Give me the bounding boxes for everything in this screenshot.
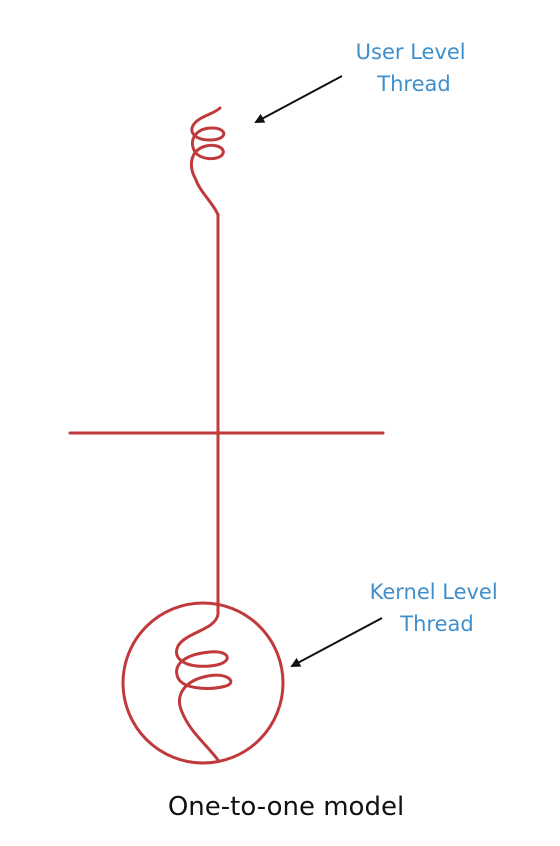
kernel-level-arrow [290,617,383,667]
kernel-level-circle [121,601,285,765]
user-level-arrow [254,75,343,123]
user-level-thread-label: User Level Thread [356,40,473,96]
diagram-caption: One-to-one model [168,792,404,822]
kernel-level-thread-coil [175,612,233,762]
user-level-thread-coil [189,106,226,217]
user-level-label-line-1: User Level [356,40,466,64]
kernel-level-thread-label: Kernel Level Thread [370,580,505,636]
kernel-level-label-line-2: Thread [399,612,473,636]
kernel-level-label-line-1: Kernel Level [370,580,498,604]
user-level-label-line-2: Thread [376,72,450,96]
